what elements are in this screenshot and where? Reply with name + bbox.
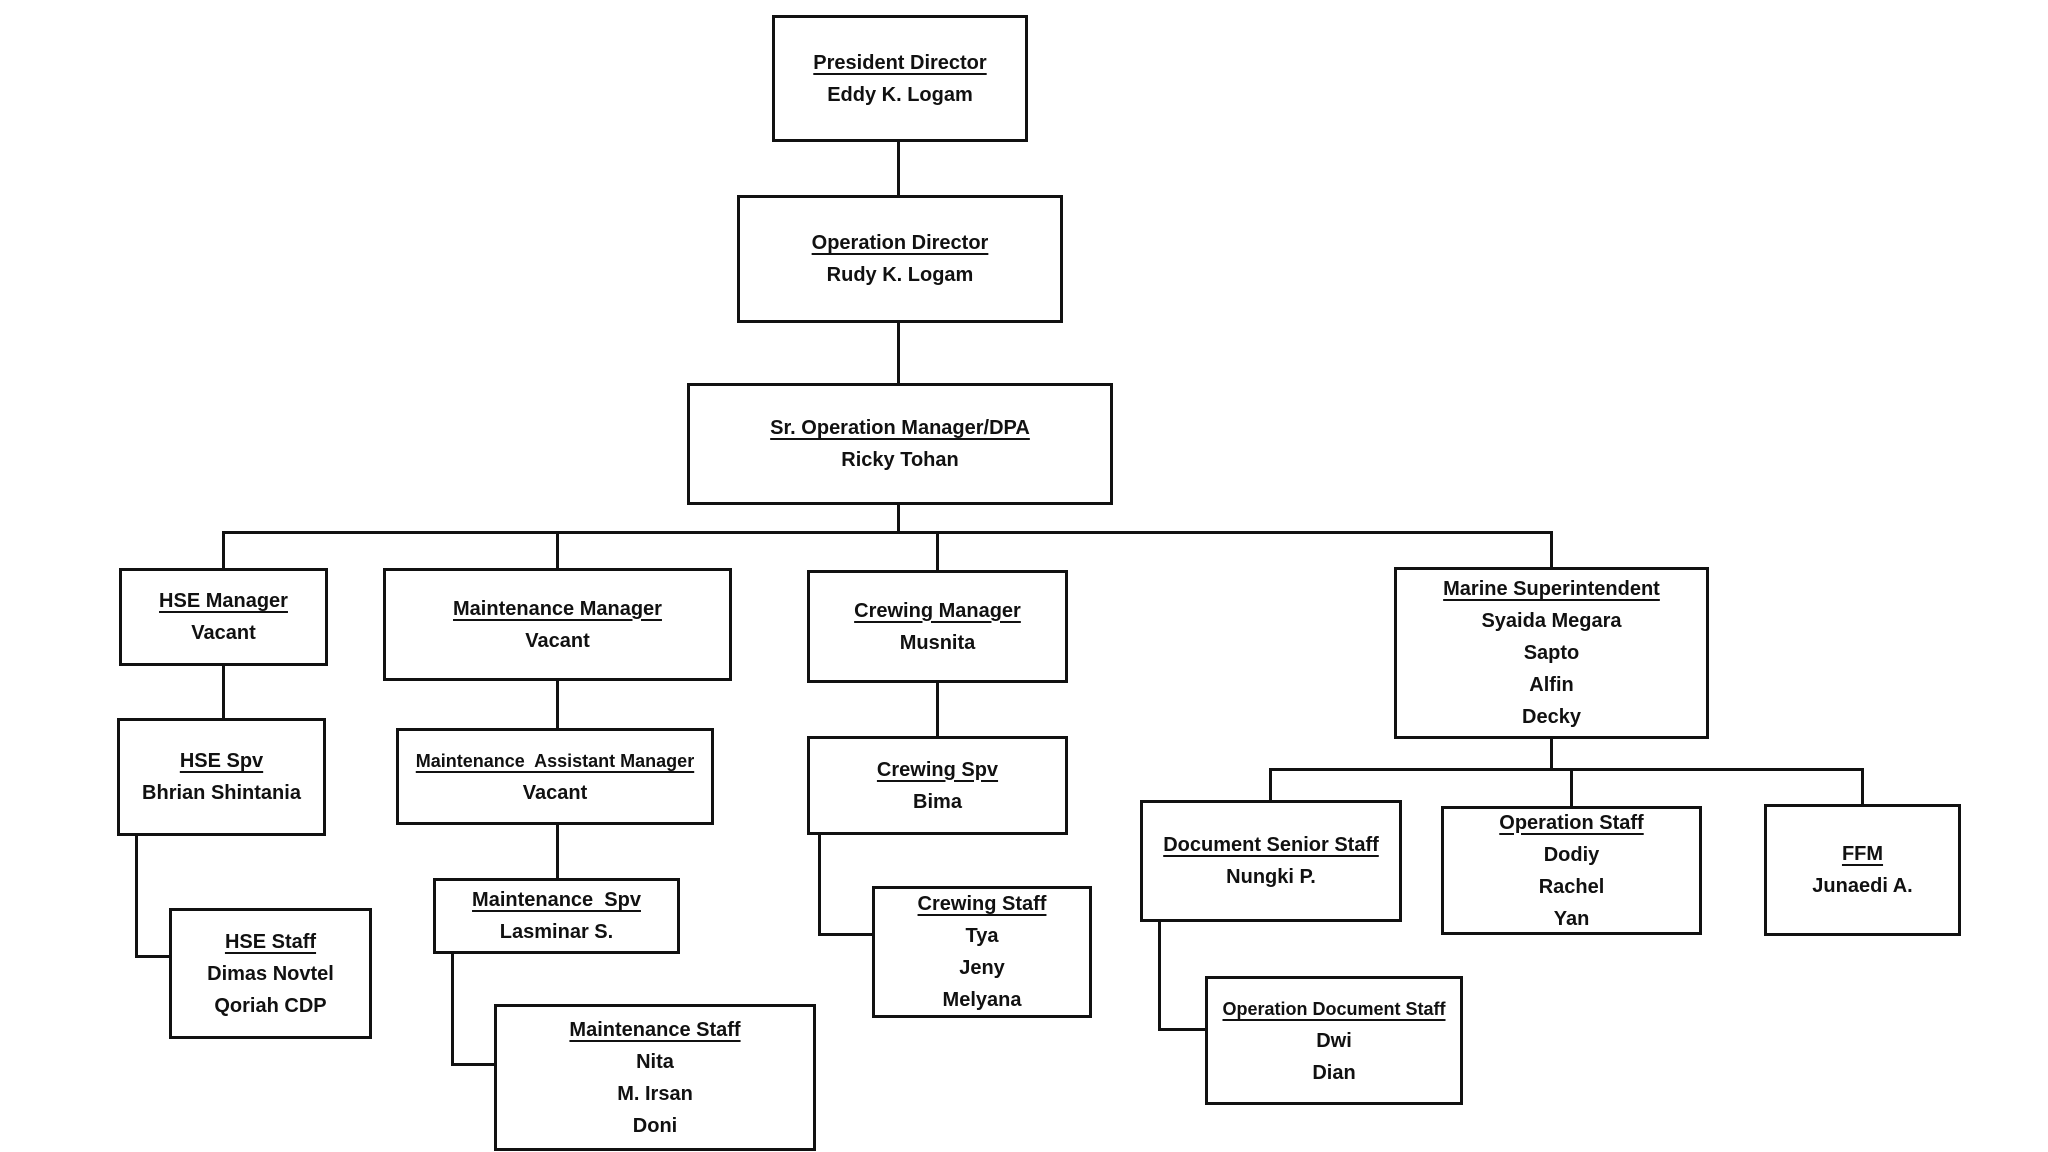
connector-marine-bus	[1269, 768, 1864, 771]
person-name: Nita	[636, 1050, 674, 1073]
person-name: Yan	[1553, 907, 1590, 930]
person-name: Alfin	[1529, 674, 1574, 696]
connector-manager-row-bus	[222, 531, 1553, 534]
person-name: Qoriah CDP	[214, 994, 327, 1017]
role-title: Crewing Staff	[917, 893, 1047, 915]
role-title: HSE Staff	[224, 930, 317, 953]
person-name: Nungki P.	[1226, 866, 1316, 888]
connector-maintenance-manager-to-assistant	[556, 681, 559, 728]
person-name: Tya	[965, 925, 999, 947]
person-name: Ricky Tohan	[841, 449, 959, 471]
node-crewing-staff: Crewing Staff Tya Jeny Melyana	[872, 886, 1092, 1018]
node-hse-spv: HSE Spv Bhrian Shintania	[117, 718, 326, 836]
person-name: Vacant	[525, 629, 590, 652]
person-name: Jeny	[959, 957, 1005, 979]
connector-hse-manager-to-hse-spv	[222, 666, 225, 718]
connector-drop-operation-staff	[1570, 768, 1573, 806]
role-title: Maintenance Spv	[472, 889, 641, 911]
connector-drop-marine-superintendent	[1550, 531, 1553, 567]
connector-drop-hse-manager	[222, 531, 225, 568]
role-title: Maintenance Assistant Manager	[415, 750, 695, 771]
person-name: Decky	[1522, 706, 1581, 728]
connector-president-to-operation-director	[897, 142, 900, 195]
connector-document-senior-to-operation-document-horizontal	[1158, 1028, 1205, 1031]
node-document-senior-staff: Document Senior Staff Nungki P.	[1140, 800, 1402, 922]
role-title: Operation Director	[811, 232, 989, 254]
connector-document-senior-to-operation-document-vertical	[1158, 922, 1161, 1031]
node-operation-director: Operation Director Rudy K. Logam	[737, 195, 1063, 323]
connector-hse-spv-to-hse-staff-horizontal	[135, 955, 169, 958]
connector-crewing-spv-to-staff-vertical	[818, 835, 821, 936]
node-sr-operation-manager-dpa: Sr. Operation Manager/DPA Ricky Tohan	[687, 383, 1113, 505]
person-name: Bhrian Shintania	[142, 782, 301, 804]
connector-drop-ffm	[1861, 768, 1864, 804]
role-title: Maintenance Staff	[569, 1018, 741, 1041]
role-title: Sr. Operation Manager/DPA	[770, 417, 1030, 439]
role-title: Maintenance Manager	[453, 597, 662, 620]
connector-sr-operation-manager-riser	[897, 505, 900, 534]
person-name: Rachel	[1538, 875, 1605, 898]
person-name: Bima	[913, 790, 962, 813]
person-name: Dodiy	[1543, 843, 1600, 866]
person-name: Sapto	[1523, 642, 1580, 664]
node-crewing-manager: Crewing Manager Musnita	[807, 570, 1068, 683]
node-maintenance-assistant-manager: Maintenance Assistant Manager Vacant	[396, 728, 714, 825]
person-name: Dimas Novtel	[207, 962, 334, 985]
connector-marine-riser	[1550, 739, 1553, 770]
node-operation-document-staff: Operation Document Staff Dwi Dian	[1205, 976, 1463, 1105]
node-maintenance-staff: Maintenance Staff Nita M. Irsan Doni	[494, 1004, 816, 1151]
connector-crewing-spv-to-staff-horizontal	[818, 933, 872, 936]
node-operation-staff: Operation Staff Dodiy Rachel Yan	[1441, 806, 1702, 935]
role-title: Marine Superintendent	[1443, 578, 1660, 600]
person-name: Lasminar S.	[499, 921, 614, 943]
connector-crewing-manager-to-crewing-spv	[936, 683, 939, 736]
person-name: Dwi	[1316, 1029, 1352, 1052]
role-title: HSE Manager	[159, 590, 288, 612]
connector-maintenance-spv-to-staff-vertical	[451, 954, 454, 1066]
connector-drop-document-senior-staff	[1269, 768, 1272, 800]
connector-hse-spv-to-hse-staff-vertical	[135, 836, 138, 958]
node-crewing-spv: Crewing Spv Bima	[807, 736, 1068, 835]
person-name: Eddy K. Logam	[827, 83, 973, 106]
role-title: Crewing Spv	[876, 758, 999, 781]
role-title: Document Senior Staff	[1163, 834, 1379, 856]
role-title: FFM	[1841, 843, 1884, 865]
connector-operation-director-to-sr-operation-manager	[897, 323, 900, 383]
person-name: Syaida Megara	[1481, 610, 1622, 632]
node-maintenance-manager: Maintenance Manager Vacant	[383, 568, 732, 681]
role-title: HSE Spv	[179, 750, 264, 772]
node-hse-manager: HSE Manager Vacant	[119, 568, 328, 666]
node-hse-staff: HSE Staff Dimas Novtel Qoriah CDP	[169, 908, 372, 1039]
node-president-director: President Director Eddy K. Logam	[772, 15, 1028, 142]
connector-maintenance-spv-to-staff-horizontal	[451, 1063, 494, 1066]
person-name: Junaedi A.	[1812, 875, 1913, 897]
role-title: Operation Document Staff	[1222, 998, 1446, 1019]
node-ffm: FFM Junaedi A.	[1764, 804, 1961, 936]
person-name: Melyana	[942, 989, 1022, 1011]
role-title: Operation Staff	[1499, 811, 1644, 834]
connector-drop-crewing-manager	[936, 531, 939, 570]
person-name: Vacant	[191, 622, 256, 644]
person-name: Musnita	[899, 631, 976, 654]
node-marine-superintendent: Marine Superintendent Syaida Megara Sapt…	[1394, 567, 1709, 739]
person-name: Rudy K. Logam	[826, 264, 974, 286]
person-name: Doni	[632, 1114, 678, 1137]
node-maintenance-spv: Maintenance Spv Lasminar S.	[433, 878, 680, 954]
person-name: Dian	[1312, 1061, 1356, 1084]
connector-drop-maintenance-manager	[556, 531, 559, 568]
role-title: President Director	[813, 51, 987, 74]
person-name: Vacant	[522, 781, 588, 804]
person-name: M. Irsan	[617, 1082, 693, 1105]
role-title: Crewing Manager	[854, 599, 1021, 622]
connector-assistant-to-maintenance-spv	[556, 825, 559, 878]
